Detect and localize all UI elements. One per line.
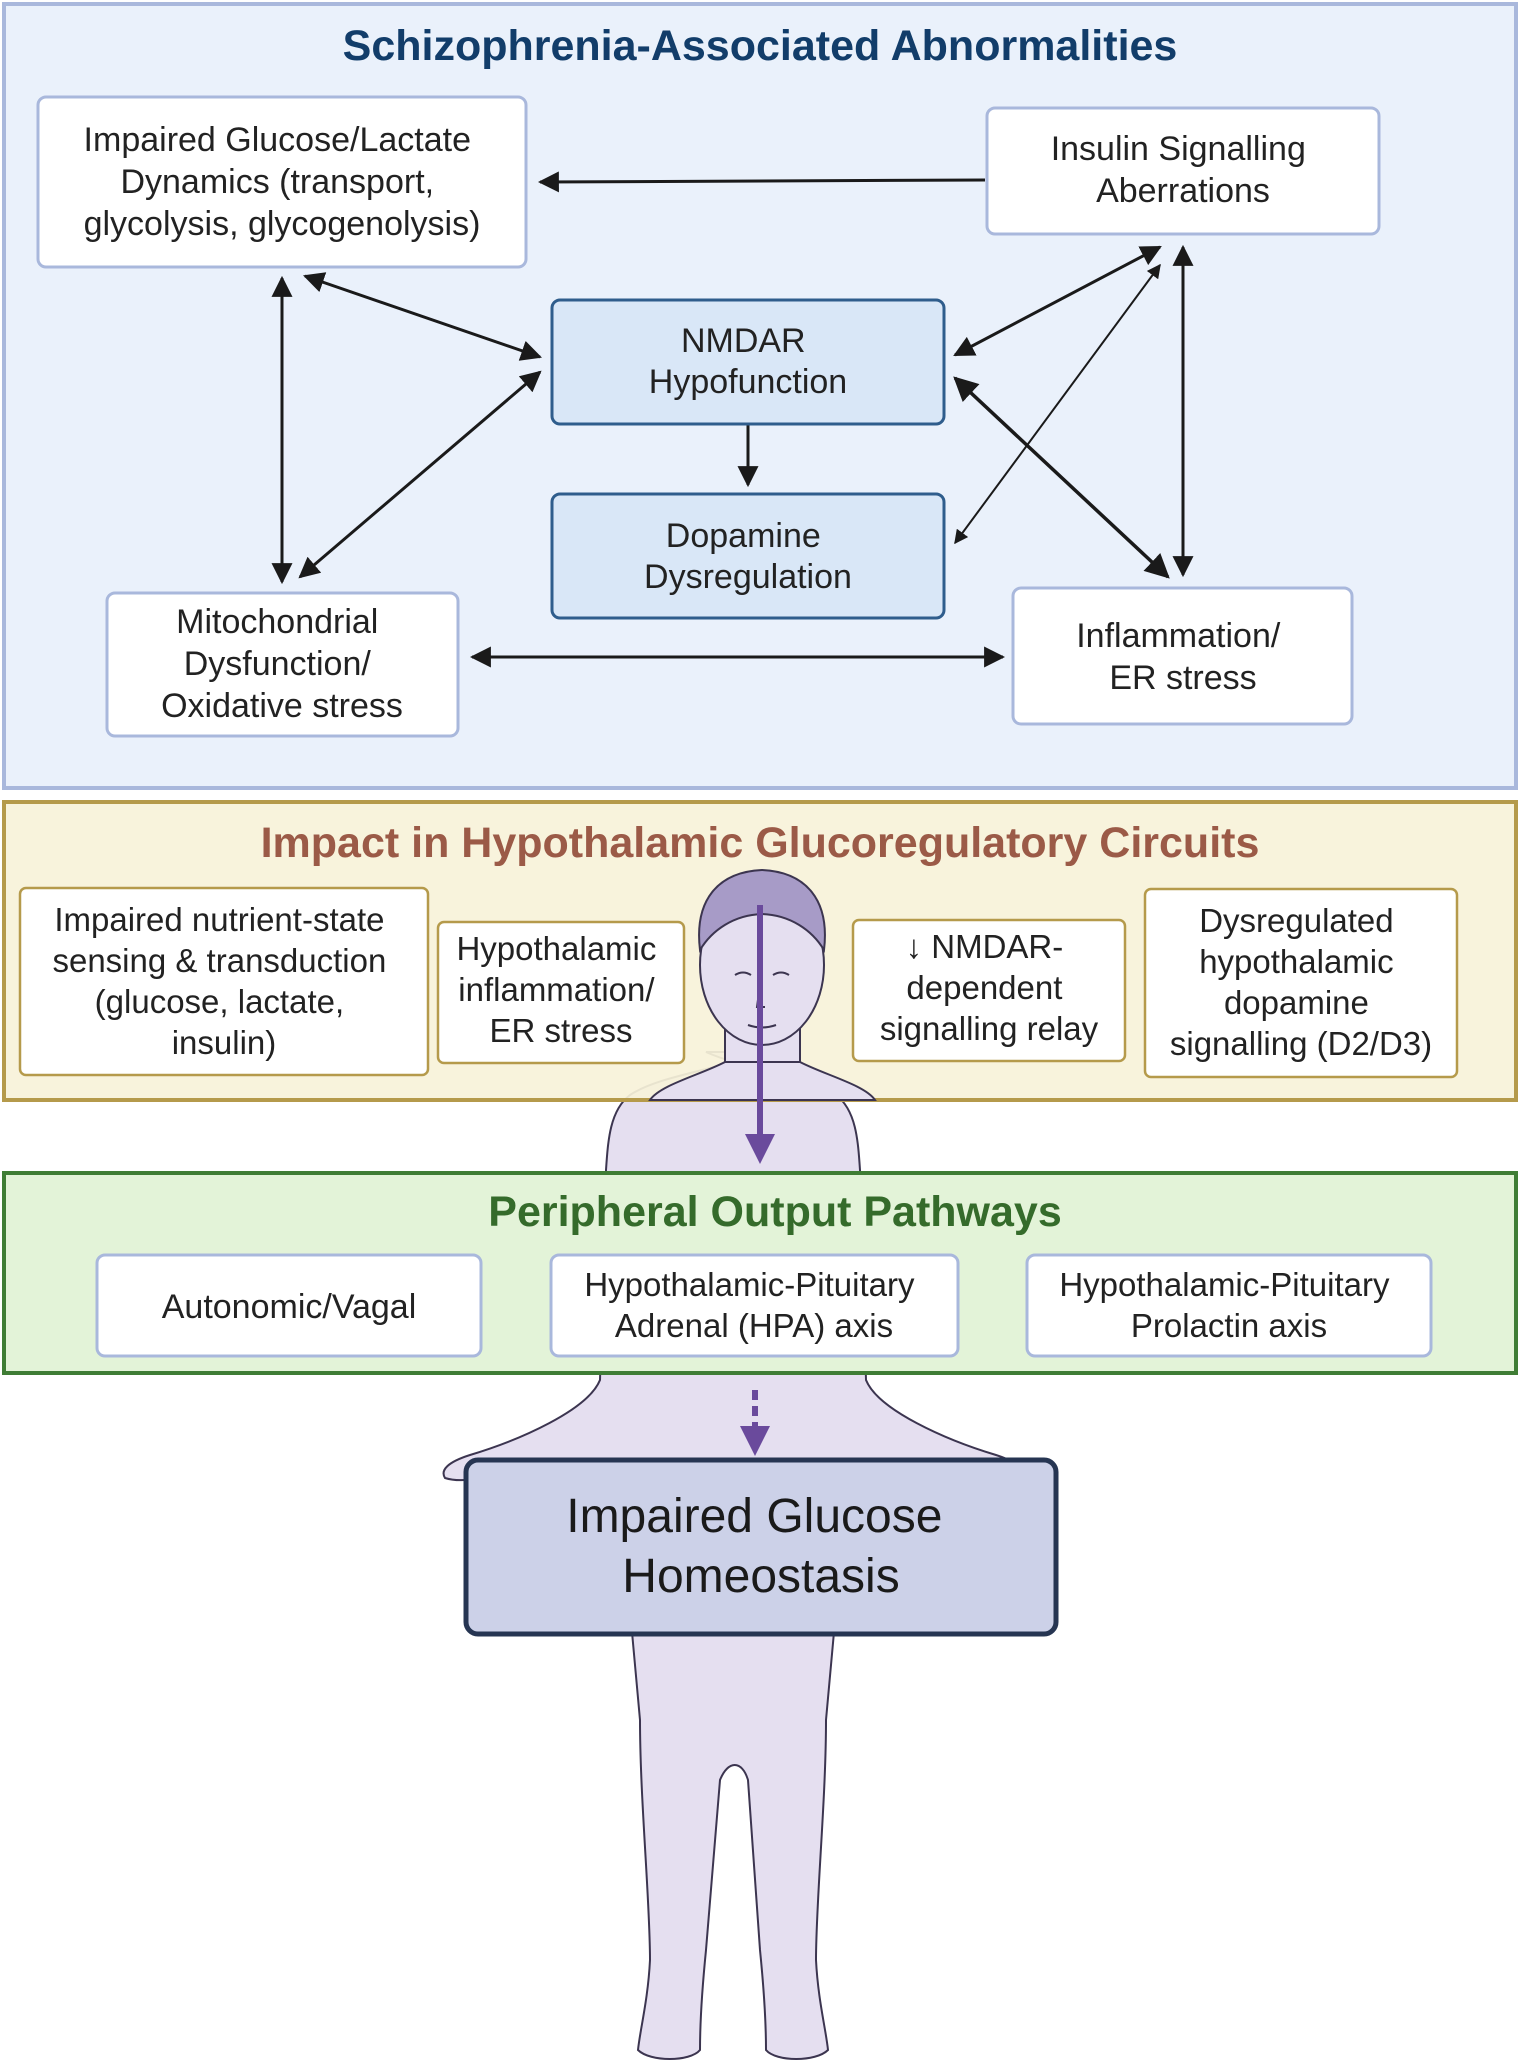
svg-text:Impaired nutrient-state: Impaired nutrient-state sensing & transd… [52, 901, 395, 1061]
svg-text:Dopamine Dysregulation: Dopamine Dysregulation [644, 517, 852, 596]
node-dopamine-dysregulation: Dopamine Dysregulation [550, 492, 946, 620]
svg-text:Hypothalamic inflammatio: Hypothalamic inflammation/ ER stress [456, 930, 665, 1049]
node-mitochondrial-dysfunction: Mitochondrial Dysfunction/ Oxidative str… [105, 591, 460, 738]
svg-text:↓ NMDAR- dependent: ↓ NMDAR- dependent signalling relay [880, 928, 1099, 1047]
middle-box-dopamine-signalling: Dysregulated hypothalamic dopamine signa… [1143, 887, 1459, 1079]
middle-box-hypothalamic-inflammation: Hypothalamic inflammation/ ER stress [436, 920, 686, 1065]
svg-text:Hypothalamic-Pituitary A: Hypothalamic-Pituitary Adrenal (HPA) axi… [584, 1266, 923, 1344]
node-inflammation-er-stress: Inflammation/ ER stress [1011, 586, 1354, 726]
lower-box-hpa-axis: Hypothalamic-Pituitary Adrenal (HPA) axi… [549, 1253, 960, 1358]
middle-box-nmdar-relay: ↓ NMDAR- dependent signalling relay [851, 918, 1127, 1063]
middle-panel-title: Impact in Hypothalamic Glucoregulatory C… [261, 819, 1260, 867]
top-panel-arrows [271, 171, 1194, 668]
lower-box-prolactin-axis: Hypothalamic-Pituitary Prolactin axis [1025, 1253, 1433, 1358]
arrow-nmdar-inflammation [953, 376, 1170, 579]
arrow-glucose-nmdar [303, 272, 542, 361]
lower-panel-title: Peripheral Output Pathways [488, 1188, 1061, 1236]
node-insulin-signalling: Insulin Signalling Aberrations [985, 106, 1381, 236]
lower-box-autonomic-vagal: Autonomic/Vagal [95, 1253, 483, 1358]
node-glucose-lactate: Impaired Glucose/Lactate Dynamics (trans… [36, 95, 528, 269]
middle-box-nutrient-sensing: Impaired nutrient-state sensing & transd… [18, 886, 430, 1077]
svg-text:Dysregulated hypothalami: Dysregulated hypothalamic dopamine signa… [1170, 902, 1432, 1062]
arrow-mito-nmdar [298, 370, 542, 579]
svg-text:Impaired Glucose/Lactate: Impaired Glucose/Lactate Dynamics (trans… [84, 121, 481, 243]
svg-text:Autonomic/Vagal: Autonomic/Vagal [162, 1288, 417, 1326]
svg-text:Mitochondrial Dysfunctio: Mitochondrial Dysfunction/ Oxidative str… [161, 603, 403, 725]
top-panel-title: Schizophrenia-Associated Abnormalities [343, 22, 1178, 70]
svg-text:Insulin Signalling Aberr: Insulin Signalling Aberrations [1051, 130, 1316, 210]
node-nmdar-hypofunction: NMDAR Hypofunction [550, 298, 946, 426]
svg-text:Hypothalamic-Pituitary P: Hypothalamic-Pituitary Prolactin axis [1059, 1266, 1398, 1344]
svg-text:Inflammation/ ER stress: Inflammation/ ER stress [1076, 617, 1290, 697]
svg-text:Impaired Glucose Homeost: Impaired Glucose Homeostasis [566, 1490, 956, 1603]
svg-text:NMDAR Hypofunction: NMDAR Hypofunction [649, 322, 847, 401]
arrow-insulin-to-glucose [537, 171, 986, 193]
outcome-impaired-glucose-homeostasis: Impaired Glucose Homeostasis [463, 1457, 1059, 1637]
